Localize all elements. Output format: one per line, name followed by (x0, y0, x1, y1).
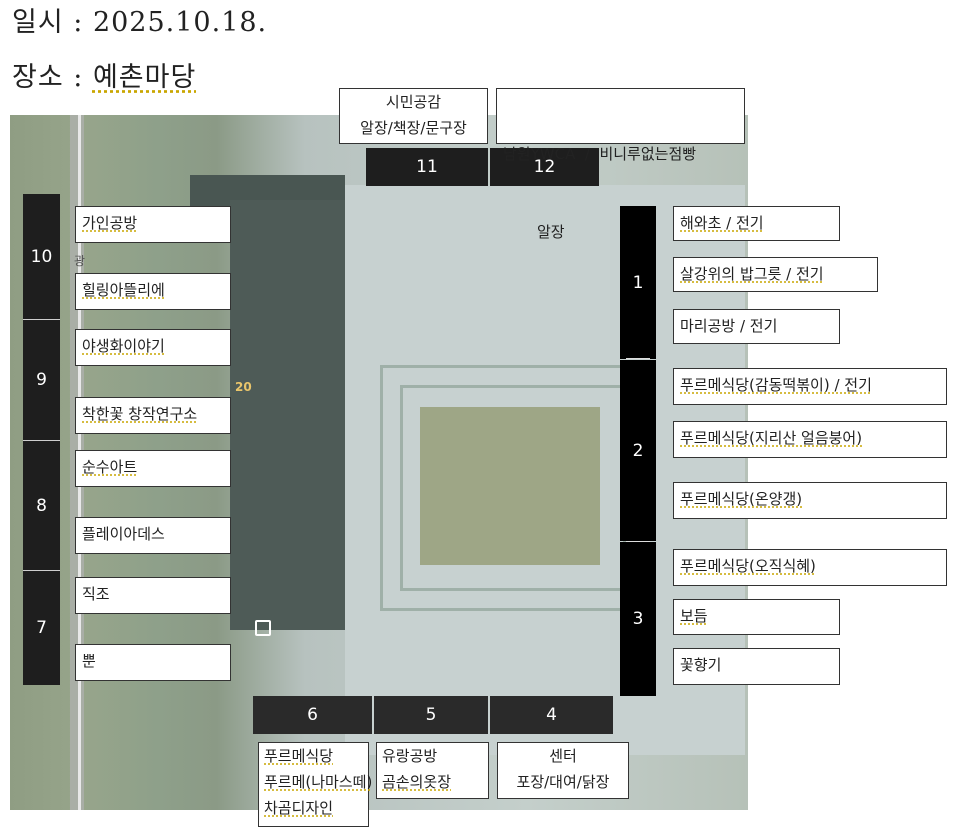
booth-group-6: 푸르메식당 푸르메(나마스떼) 차곰디자인 (258, 742, 373, 827)
block-6: 6 (253, 696, 372, 734)
booth-6-line-2: 푸르메(나마스떼) (264, 773, 373, 791)
block-3: 3 (620, 542, 656, 696)
booth-5-line-1: 유랑공방 (382, 747, 438, 765)
booth-12-line-1: 남원YWCA / 비니루없는점빵 (503, 145, 697, 163)
booth-group-4: 센터 포장/대여/닭장 (497, 742, 629, 799)
booth-1-2: 살강위의 밥그릇 / 전기 (673, 257, 878, 292)
booth-10-2: 힐링아뜰리에 (75, 273, 231, 310)
booth-8-1: 순수아트 (75, 450, 231, 487)
booth-7-1: 직조 (75, 577, 231, 614)
booth-11-line-1: 시민공감 (385, 93, 442, 111)
booth-2-2: 푸르메식당(지리산 얼음붕어) (673, 421, 947, 458)
booth-11-line-2: 알장/책장/문구장 (360, 119, 467, 137)
booth-label: 플레이아데스 (82, 525, 165, 543)
booth-9-2: 착한꽃 창작연구소 (75, 397, 231, 434)
place-value: 예촌마당 (92, 62, 197, 93)
booth-group-11: 시민공감 알장/책장/문구장 (339, 88, 488, 144)
booth-label: 뿐 (82, 652, 96, 670)
block-7: 7 (23, 571, 60, 685)
booth-label: 푸르메식당(감동떡볶이) / 전기 (680, 376, 872, 394)
block-5: 5 (374, 696, 488, 734)
booth-group-12: 남원YWCA / 비니루없는점빵 알장 옷장 (496, 88, 745, 241)
block-8: 8 (23, 441, 60, 570)
booth-6-line-1: 푸르메식당 (264, 747, 334, 765)
booth-7-2: 뿐 (75, 644, 231, 681)
booth-8-2: 플레이아데스 (75, 517, 231, 554)
divider (23, 319, 60, 320)
divider (626, 358, 650, 359)
booth-label: 꽃향기 (680, 656, 722, 674)
booth-4-line-1: 센터 (549, 747, 577, 765)
center-lawn (420, 407, 600, 565)
date-value: 2025.10.18. (92, 7, 268, 38)
block-10: 10 (23, 194, 60, 319)
booth-3-1: 푸르메식당(오직식혜) (673, 549, 947, 586)
divider (23, 440, 60, 441)
booth-1-3: 마리공방 / 전기 (673, 309, 840, 344)
booth-label: 착한꽃 창작연구소 (82, 405, 198, 423)
booth-label: 직조 (82, 585, 110, 603)
block-9: 9 (23, 320, 60, 440)
booth-5-line-2: 곰손의옷장 (382, 773, 452, 791)
block-11: 11 (366, 148, 488, 186)
booth-1-1: 해와초 / 전기 (673, 206, 840, 241)
booth-label: 마리공방 / 전기 (680, 317, 778, 335)
block-4: 4 (490, 696, 613, 734)
booth-label: 보듬 (680, 607, 708, 625)
booth-label: 푸르메식당(오직식혜) (680, 557, 816, 575)
exit-icon (255, 620, 271, 636)
booth-2-3: 푸르메식당(온양갱) (673, 482, 947, 519)
booth-2-1: 푸르메식당(감동떡볶이) / 전기 (673, 368, 947, 405)
booth-label: 가인공방 (82, 214, 138, 232)
booth-label: 순수아트 (82, 458, 138, 476)
booth-label: 해와초 / 전기 (680, 214, 764, 232)
booth-4-line-2: 포장/대여/닭장 (516, 773, 610, 791)
booth-3-2: 보듬 (673, 599, 840, 635)
booth-label: 힐링아뜰리에 (82, 281, 165, 299)
building (230, 200, 345, 630)
booth-label: 살강위의 밥그릇 / 전기 (680, 265, 824, 283)
booth-label: 푸르메식당(온양갱) (680, 490, 803, 508)
date-label: 일시 : (12, 7, 93, 38)
booth-label: 야생화이야기 (82, 337, 165, 355)
booth-10-1: 가인공방 (75, 206, 231, 243)
divider (23, 570, 60, 571)
place-line: 장소 : 예촌마당 (12, 55, 196, 94)
place-label: 장소 : (12, 62, 93, 93)
divider (626, 541, 650, 542)
side-char: 광 (74, 254, 86, 268)
date-line: 일시 : 2025.10.18. (12, 0, 267, 39)
booth-3-3: 꽃향기 (673, 648, 840, 685)
booth-9-1: 야생화이야기 (75, 329, 231, 366)
booth-6-line-3: 차곰디자인 (264, 799, 334, 817)
booth-group-5: 유랑공방 곰손의옷장 (376, 742, 489, 799)
block-12: 12 (490, 148, 599, 186)
block-1: 1 (620, 206, 656, 359)
road-number: 20 (235, 380, 252, 394)
booth-label: 푸르메식당(지리산 얼음붕어) (680, 429, 863, 447)
block-2: 2 (620, 360, 656, 541)
